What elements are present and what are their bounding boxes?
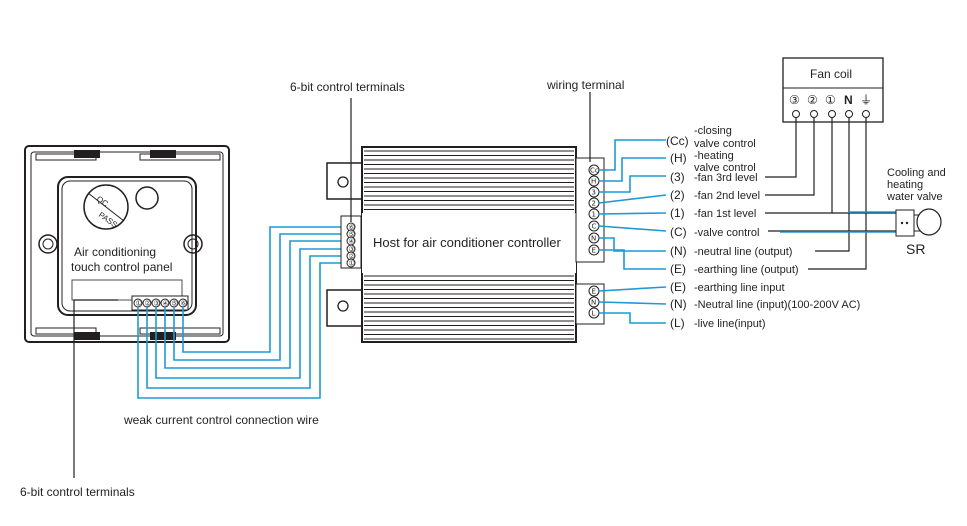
bottom-terminals-label: 6-bit control terminals	[20, 485, 135, 499]
panel-terminal-1: ①	[136, 300, 142, 308]
out-terminal-cc: Cc	[590, 167, 599, 175]
host-terminal-4: ④	[349, 238, 355, 246]
host-control-terminals	[346, 222, 356, 268]
out-terminal-3: 3	[592, 189, 596, 197]
in-terminal-n: N	[591, 299, 596, 307]
out-desc-2: -fan 2nd level	[694, 190, 760, 202]
valve-label-1: Cooling and	[887, 167, 946, 179]
fan-coil	[782, 57, 884, 123]
valve-label-2: heating	[887, 179, 923, 191]
out-terminal-n: N	[591, 235, 596, 243]
out-code-e: (E)	[670, 262, 686, 276]
out-code-cc: (Cc)	[666, 134, 689, 148]
host-input-terminals	[588, 285, 600, 319]
fan-coil-terminal-earth: ⏚	[860, 93, 872, 107]
panel-title-line1: Air conditioning	[74, 245, 156, 259]
out-code-1: (1)	[670, 206, 685, 220]
panel-terminal-2: ②	[145, 300, 151, 308]
panel-terminal-6: ⑥	[181, 300, 187, 308]
in-desc-e: -earthing line input	[694, 282, 785, 294]
fan-coil-terminal-3: ③	[789, 93, 800, 107]
fan-coil-terminal-n: N	[844, 93, 853, 107]
host-label: Host for air conditioner controller	[373, 235, 562, 250]
wiring-terminal-label: wiring terminal	[546, 78, 624, 92]
out-terminal-e: E	[592, 247, 596, 255]
out-desc-cc-2: valve control	[694, 138, 756, 150]
out-code-2: (2)	[670, 188, 685, 202]
out-desc-3: -fan 3rd level	[694, 172, 758, 184]
in-terminal-l: L	[592, 310, 596, 318]
fan-coil-terminal-2: ②	[807, 93, 818, 107]
out-code-n: (N)	[670, 244, 687, 258]
host-terminal-1: ①	[349, 260, 355, 268]
host-controller	[326, 146, 605, 343]
in-desc-n: -Neutral line (input)(100-200V AC)	[694, 299, 860, 311]
out-desc-h-1: -heating	[694, 150, 734, 162]
out-terminal-c: C	[592, 223, 597, 231]
out-desc-cc-1: -closing	[694, 125, 732, 137]
panel-terminal-4: ④	[163, 300, 169, 308]
out-desc-h-2: valve control	[694, 162, 756, 174]
out-terminal-2: 2	[592, 200, 596, 208]
out-terminal-h: H	[591, 178, 596, 186]
out-code-3: (3)	[670, 170, 685, 184]
in-terminal-e: E	[592, 288, 596, 296]
panel-terminal-3: ③	[154, 300, 160, 308]
touch-control-panel	[24, 145, 230, 343]
host-terminal-3: ③	[349, 246, 355, 254]
out-terminal-1: 1	[592, 211, 596, 219]
leader-lines	[73, 92, 591, 478]
output-lines	[598, 139, 667, 324]
out-desc-1: -fan 1st level	[694, 208, 756, 220]
sr-label: SR	[906, 241, 925, 257]
out-desc-c: -valve control	[694, 227, 759, 239]
host-terminal-5: ⑤	[349, 231, 355, 239]
in-code-l: (L)	[670, 316, 685, 330]
valve-label-3: water valve	[886, 191, 943, 203]
control-wires	[137, 226, 345, 399]
panel-title-line2: touch control panel	[71, 260, 172, 274]
weak-wire-label: weak current control connection wire	[123, 413, 319, 427]
panel-terminal-strip	[133, 298, 188, 308]
top-terminals-label: 6-bit control terminals	[290, 80, 405, 94]
in-code-n: (N)	[670, 297, 687, 311]
out-desc-n: -neutral line (output)	[694, 246, 792, 258]
out-code-c: (C)	[670, 225, 687, 239]
fan-coil-wires	[765, 117, 905, 270]
fan-coil-title: Fan coil	[810, 67, 852, 81]
in-code-e: (E)	[670, 280, 686, 294]
water-valve	[895, 208, 942, 237]
fan-coil-terminal-1: ①	[825, 93, 836, 107]
out-desc-e: -earthing line (output)	[694, 264, 799, 276]
host-terminal-2: ②	[349, 253, 355, 261]
out-code-h: (H)	[670, 151, 687, 165]
panel-terminal-5: ⑤	[172, 300, 178, 308]
host-terminal-6: ⑥	[349, 224, 355, 232]
in-desc-l: -live line(input)	[694, 318, 766, 330]
